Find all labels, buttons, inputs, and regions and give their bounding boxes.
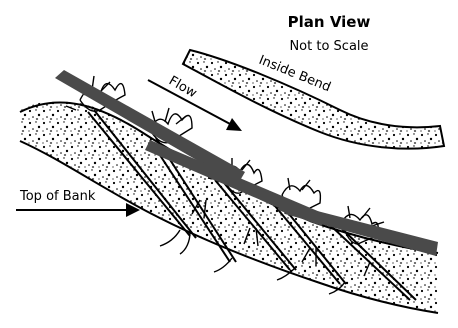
diagram-subtitle: Not to Scale — [289, 39, 368, 54]
inside-bend-bank — [183, 50, 444, 149]
top-of-bank-label: Top of Bank — [19, 189, 96, 204]
diagram-title: Plan View — [288, 13, 371, 31]
arrow-right-icon — [90, 203, 140, 217]
flow-label: Flow — [166, 73, 200, 101]
